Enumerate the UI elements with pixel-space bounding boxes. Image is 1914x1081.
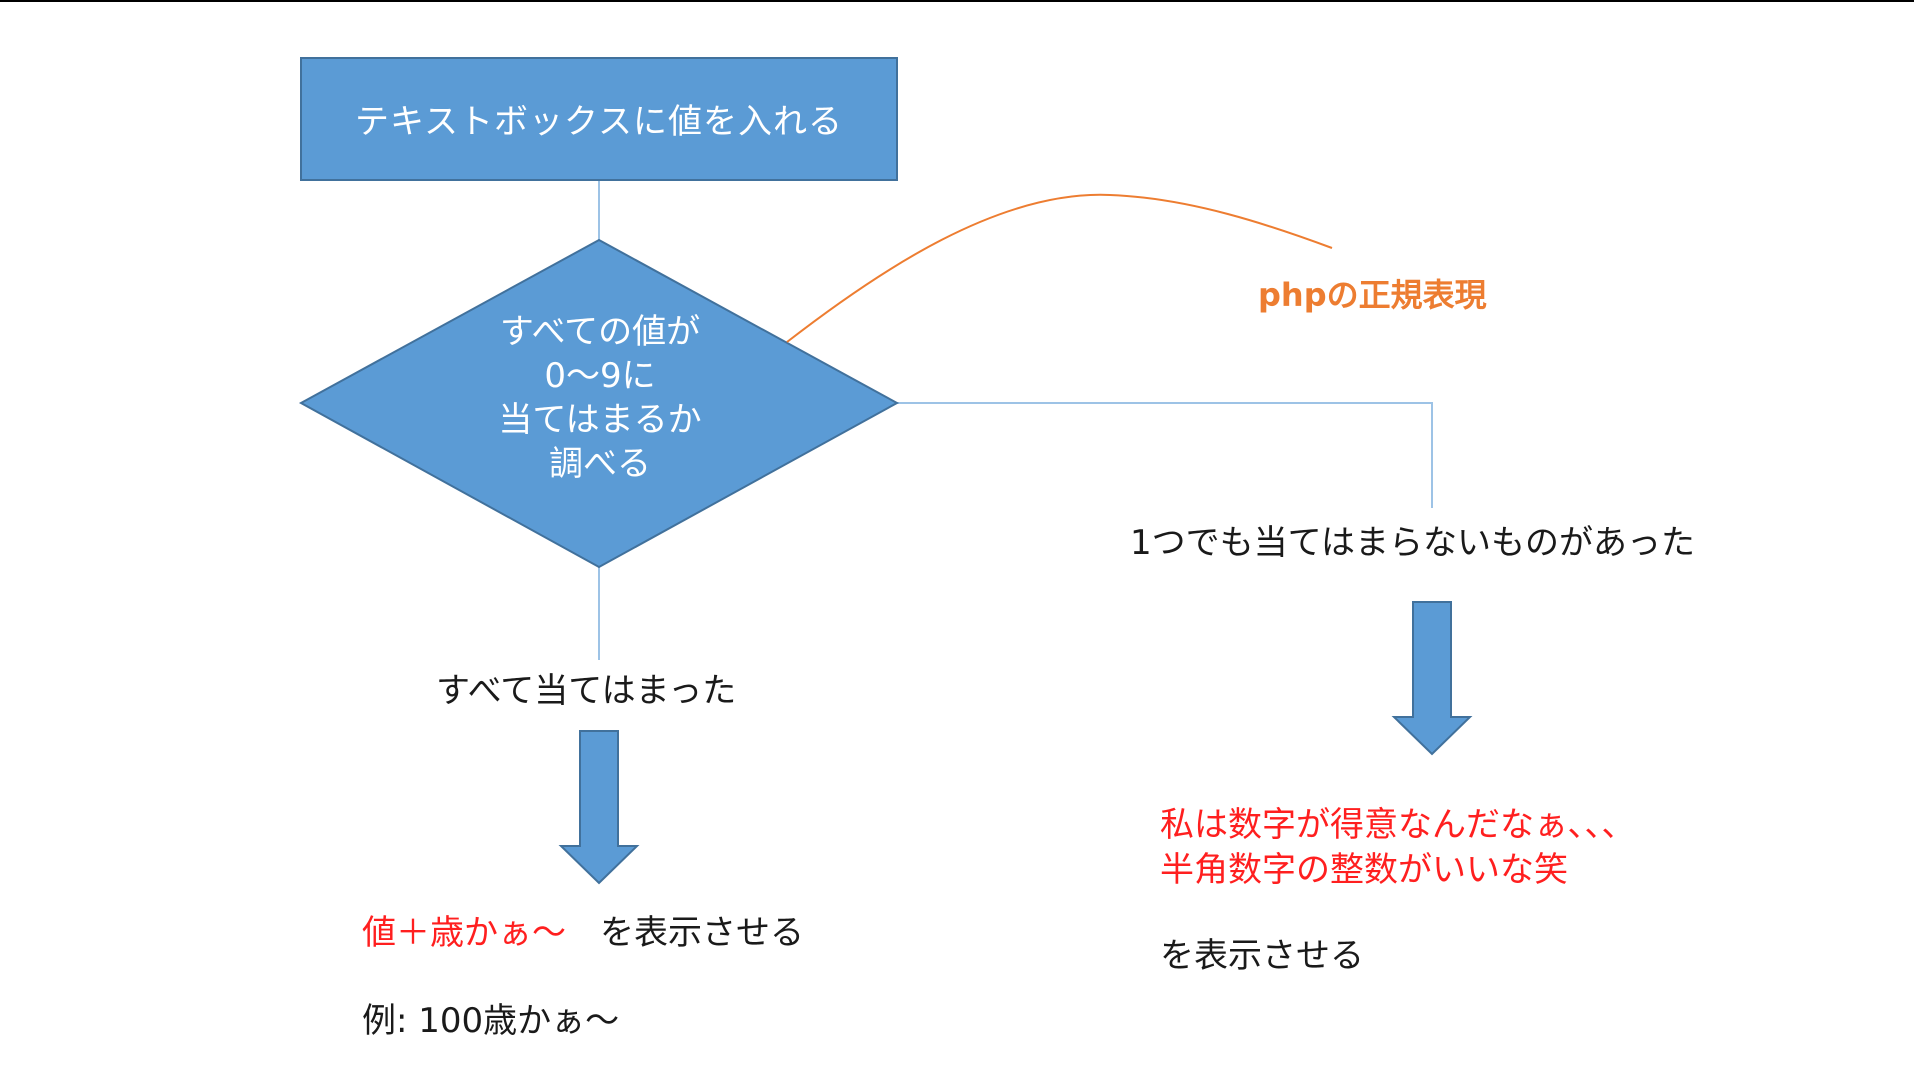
process-box-label: テキストボックスに値を入れる — [355, 102, 843, 142]
decision-diamond — [298, 238, 900, 569]
branch-no-label: 1つでも当てはまらないものがあった — [1130, 523, 1695, 563]
decision-label-line: 調べる — [549, 444, 651, 484]
branch-yes-example: 例: 100歳かぁ〜 — [362, 1001, 620, 1041]
branch-yes-output-highlight: 値＋歳かぁ〜 — [362, 913, 566, 953]
branch-no-message-line1: 私は数字が得意なんだなぁ、、、 — [1160, 805, 1636, 845]
decision-label-line: 0〜9に — [544, 356, 656, 396]
branch-no-message-line2: 半角数字の整数がいいな笑 — [1160, 850, 1568, 890]
down-arrow-left — [558, 730, 640, 885]
connector-decision-to-no-label — [897, 402, 1433, 508]
branch-yes-output-suffix: を表示させる — [566, 913, 804, 953]
decision-label-line: 当てはまるか — [498, 400, 702, 440]
branch-yes-label: すべて当てはまった — [436, 671, 737, 711]
branch-yes-output: 値＋歳かぁ〜 を表示させる — [362, 905, 804, 954]
decision-label: すべての値が 0〜9に 当てはまるか 調べる — [450, 310, 750, 486]
note-callout-curve — [786, 193, 1333, 343]
top-border-line — [0, 0, 1914, 2]
php-regex-note: phpの正規表現 — [1258, 276, 1487, 314]
branch-no-output-suffix: を表示させる — [1160, 936, 1364, 976]
down-arrow-right — [1391, 601, 1473, 756]
decision-label-line: すべての値が — [499, 312, 701, 352]
process-box — [300, 57, 898, 181]
